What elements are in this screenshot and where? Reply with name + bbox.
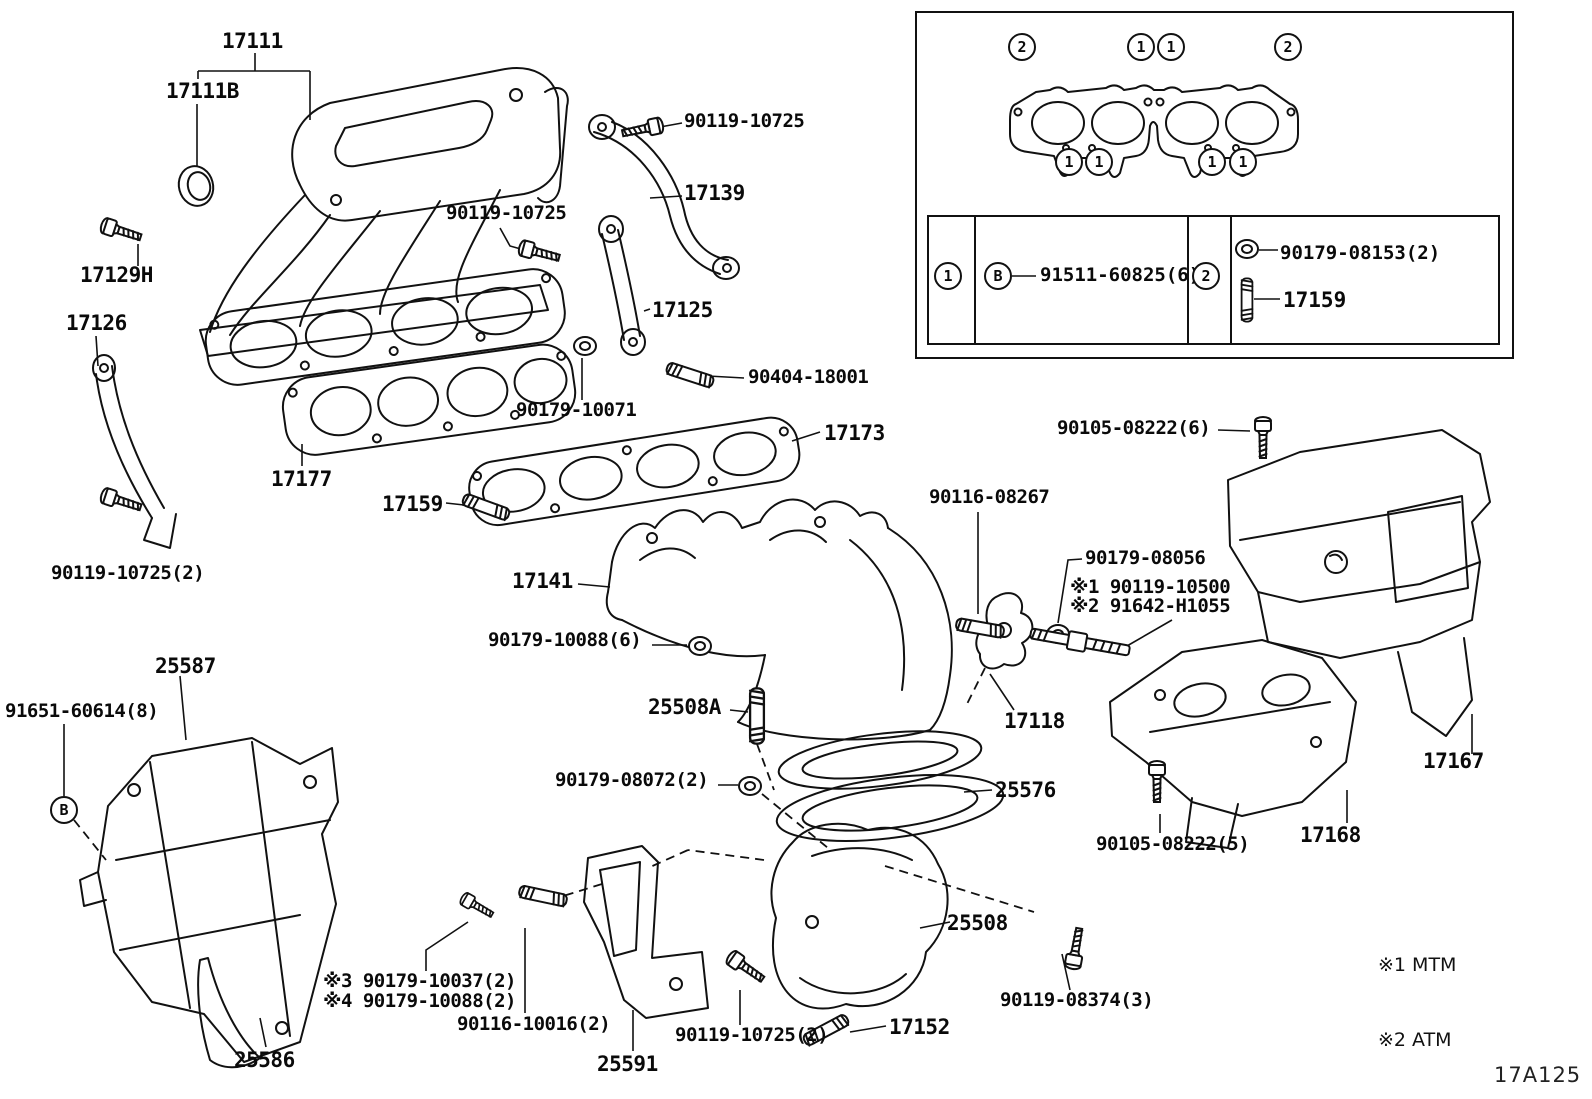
bolt-icon-17129H [98,215,145,246]
gasket-marker-bottom-4: 1 [1229,148,1257,176]
part-label-17152: 17152 [889,1015,950,1039]
bolt-icon-90119-10725-top [619,115,666,143]
bolt-icon-90179-10037 [457,890,497,922]
bracket-17139-drawing [588,114,740,280]
gasket-marker-bottom-3: 1 [1198,148,1226,176]
part-label-17177: 17177 [271,467,332,491]
part-label-25591: 25591 [597,1052,658,1076]
bracket-17168-drawing [1109,639,1357,849]
bolt-symbol-badge-diagram: B [50,796,78,824]
stud-icon-90116-08267 [954,616,1006,640]
bracket-17125-drawing [598,215,646,356]
gasket-detail-inset-box [915,11,1514,359]
bolt-icon-90119-08374 [1063,926,1089,972]
part-label-90119-10725-mid: 90119-10725 [446,202,567,224]
table-part-17159: 17159 [1283,288,1347,312]
table-divider-3 [1230,217,1232,343]
part-label-90105-08222-6: 90105-08222(6) [1057,417,1211,439]
bolt-icon-90119-10725-bottom [723,948,769,987]
gasket-marker-top-3: 1 [1157,33,1185,61]
table-divider-2 [1187,217,1189,343]
part-label-17129H: 17129H [80,263,153,287]
stud-icon-90404-18001 [664,360,716,390]
bolt-symbol-badge-table: B [984,262,1012,290]
heat-insulator-25587-drawing [79,737,339,1063]
bolt-icon-91642-H1055 [1029,627,1131,657]
part-label-note3-90179-10037-2: ※3 90179-10037(2) [323,970,517,992]
table-part-91511-60825: 91511-60825(6) [1040,264,1201,286]
part-label-25508A: 25508A [648,695,721,719]
figure-code: 17A125 [1494,1063,1582,1087]
footnote-legend: ※1 MTM ※2 ATM ※3 ( -9309) ※4 (9309- ) [1378,903,1506,1099]
catalytic-converter-drawing [770,822,949,1010]
nut-icon-90179-08072 [738,776,762,796]
stud-icon-17159 [460,492,512,522]
gasket-marker-top-1: 2 [1008,33,1036,61]
stud-icon-25508A [748,687,766,745]
exhaust-manifold-drawing [605,498,953,741]
part-label-90179-10071: 90179-10071 [516,399,637,421]
part-label-17141: 17141 [512,569,573,593]
table-row1-marker: 1 [934,262,962,290]
bracket-17126-drawing [92,354,177,549]
bolt-icon-90105-08222-5 [1148,760,1166,803]
part-label-25587: 25587 [155,654,216,678]
part-label-17167: 17167 [1423,749,1484,773]
part-label-90119-08374-3: 90119-08374(3) [1000,989,1154,1011]
part-label-17111B: 17111B [166,79,239,103]
part-label-90116-10016-2: 90116-10016(2) [457,1013,611,1035]
gasket-marker-bottom-2: 1 [1085,148,1113,176]
exhaust-gasket-drawing [468,416,801,527]
part-label-90179-08072-2: 90179-08072(2) [555,769,709,791]
intake-gasket-drawing [204,268,577,456]
bracket-25591-drawing [583,845,709,1019]
part-label-17159: 17159 [382,492,443,516]
part-label-91651-60614-8: 91651-60614(8) [5,700,159,722]
part-label-17125: 17125 [652,298,713,322]
gasket-marker-top-2: 1 [1127,33,1155,61]
gasket-marker-bottom-1: 1 [1055,148,1083,176]
part-label-90404-18001: 90404-18001 [748,366,869,388]
part-label-25508: 25508 [947,911,1008,935]
part-label-90119-10725-2-bottom: 90119-10725(2) [675,1024,829,1046]
part-label-25576: 25576 [995,778,1056,802]
nut-icon-90179-10088 [688,636,712,656]
heat-insulator-25586-drawing [197,957,261,1069]
bolt-icon-90119-10725-mid [516,238,563,267]
part-label-90116-08267: 90116-08267 [929,486,1050,508]
footnote-mtm: ※1 MTM [1378,954,1457,976]
part-label-note2-91642-H1055: ※2 91642-H1055 [1070,595,1231,617]
intake-manifold-drawing [199,67,569,357]
part-label-90179-10088-6: 90179-10088(6) [488,629,642,651]
part-label-17118: 17118 [1004,709,1065,733]
part-label-90119-10725-top: 90119-10725 [684,110,805,132]
part-label-17139: 17139 [684,181,745,205]
gasket-marker-top-4: 2 [1274,33,1302,61]
converter-gasket-drawing [775,730,1005,842]
dashed-assembly-lines [73,667,1035,913]
part-label-17168: 17168 [1300,823,1361,847]
nut-icon-90179-10071 [573,336,597,356]
part-label-note1-90119-10500: ※1 90119-10500 [1070,576,1231,598]
part-label-90119-10725-2-left: 90119-10725(2) [51,562,205,584]
part-label-note4-90179-10088-2: ※4 90179-10088(2) [323,990,517,1012]
heat-insulator-17167-drawing [1227,429,1491,737]
part-label-90105-08222-5: 90105-08222(5) [1096,833,1250,855]
part-label-17173: 17173 [824,421,885,445]
stud-icon-90116-10016 [517,884,569,908]
part-label-17126: 17126 [66,311,127,335]
footnote-atm: ※2 ATM [1378,1029,1452,1051]
manifold-plug-drawing [177,165,215,207]
table-row2-marker: 2 [1192,262,1220,290]
gasket-detail-table [927,215,1500,345]
fastener-icons [98,115,1272,1048]
bolt-icon-90105-08222-6 [1254,416,1272,459]
table-divider-1 [974,217,976,343]
leader-lines [63,53,1473,1051]
part-label-25586: 25586 [234,1048,295,1072]
part-label-90179-08056: 90179-08056 [1085,547,1206,569]
part-label-17111: 17111 [222,29,283,53]
table-part-90179-08153: 90179-08153(2) [1280,242,1441,264]
